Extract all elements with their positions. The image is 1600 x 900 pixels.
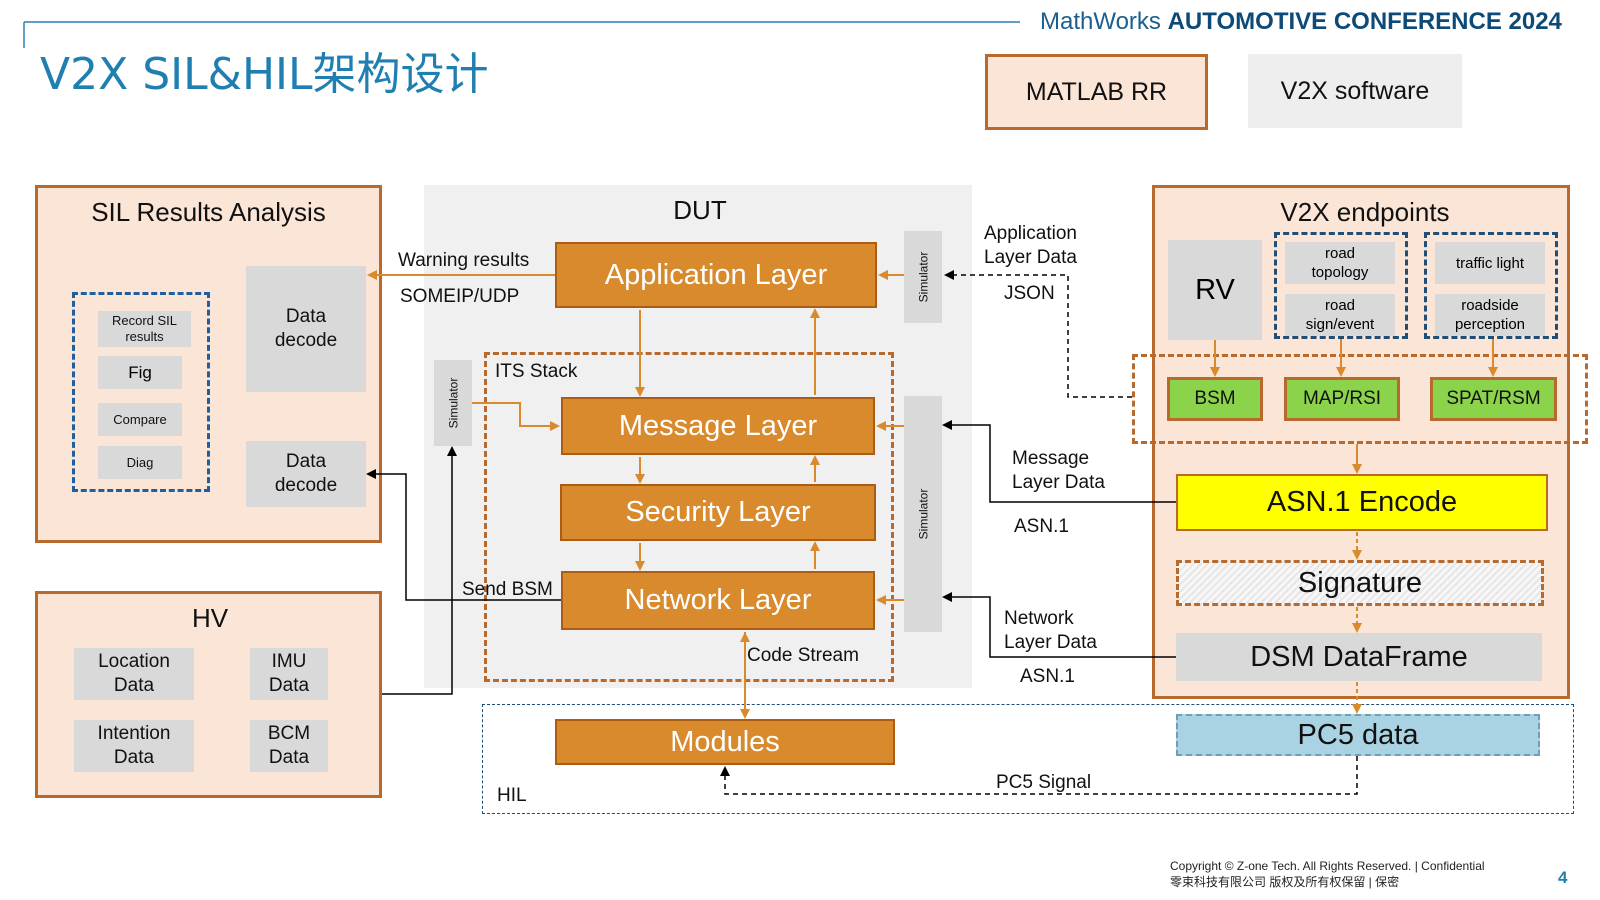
- imu-data-box: IMU Data: [250, 648, 328, 700]
- signature-box: Signature: [1176, 560, 1544, 606]
- hv-title: HV: [191, 602, 229, 633]
- send-bsm-label: Send BSM: [462, 579, 553, 600]
- app-layer-data-label: Application Layer Data: [984, 223, 1077, 268]
- simulator-left-label: Simulator: [446, 377, 460, 429]
- code-stream-label: Code Stream: [747, 645, 859, 666]
- asn1-network-label: ASN.1: [1020, 666, 1075, 687]
- traffic-light-box: traffic light: [1435, 242, 1545, 284]
- intention-data-box: Intention Data: [74, 720, 194, 772]
- brand-prefix: MathWorks: [1040, 8, 1161, 35]
- road-sign-event-box: road sign/event: [1285, 294, 1395, 336]
- copyright-line-2: 零束科技有限公司 版权及所有权保留 | 保密: [1170, 875, 1400, 889]
- page-number: 4: [1558, 868, 1568, 887]
- simulator-app: Simulator: [904, 231, 942, 323]
- v2x-endpoints-title: V2X endpoints: [1280, 196, 1450, 227]
- message-types-group: [1132, 354, 1588, 444]
- record-sil-results-box: Record SIL results: [98, 311, 191, 347]
- simulator-right-label: Simulator: [916, 488, 930, 540]
- brand-bold: AUTOMOTIVE CONFERENCE 2024: [1167, 8, 1562, 35]
- compare-box: Compare: [98, 403, 182, 436]
- rv-box: RV: [1168, 240, 1262, 340]
- modules-box: Modules: [555, 719, 895, 765]
- sil-results-title: SIL Results Analysis: [91, 196, 326, 227]
- copyright-footer: Copyright © Z-one Tech. All Rights Reser…: [1170, 858, 1485, 890]
- diag-box: Diag: [98, 446, 182, 479]
- traffic-group: [1424, 232, 1558, 339]
- bsm-box: BSM: [1167, 377, 1263, 421]
- data-decode-bottom: Data decode: [246, 441, 366, 507]
- network-layer-data-label: Network Layer Data: [1004, 608, 1097, 653]
- pc5-signal-label: PC5 Signal: [996, 772, 1092, 793]
- application-layer: Application Layer: [555, 242, 877, 308]
- data-decode-top: Data decode: [246, 266, 366, 392]
- dsm-dataframe-box: DSM DataFrame: [1176, 633, 1542, 681]
- map-rsi-box: MAP/RSI: [1284, 377, 1400, 421]
- asn1-message-label: ASN.1: [1014, 516, 1069, 537]
- message-layer-data-label: Message Layer Data: [1012, 448, 1105, 493]
- bcm-data-box: BCM Data: [250, 720, 328, 772]
- simulator-left: Simulator: [434, 360, 472, 446]
- header-rule: [23, 21, 1020, 48]
- road-group: [1274, 232, 1408, 339]
- json-label: JSON: [1004, 283, 1055, 304]
- page-title: V2X SIL&HIL架构设计: [40, 49, 489, 100]
- network-layer: Network Layer: [561, 571, 875, 630]
- warning-results-label: Warning results: [398, 250, 530, 271]
- someip-udp-label: SOMEIP/UDP: [400, 286, 520, 307]
- conference-brand: MathWorks AUTOMOTIVE CONFERENCE 2024: [1040, 8, 1562, 36]
- dut-title: DUT: [673, 194, 727, 225]
- pc5-data-box: PC5 data: [1176, 714, 1540, 756]
- location-data-box: Location Data: [74, 648, 194, 700]
- spat-rsm-box: SPAT/RSM: [1430, 377, 1557, 421]
- sil-tools-group: [72, 292, 210, 492]
- road-topology-box: road topology: [1285, 242, 1395, 284]
- hil-region: [482, 704, 1574, 814]
- fig-box: Fig: [98, 356, 182, 389]
- simulator-app-label: Simulator: [916, 251, 930, 303]
- its-stack-label: ITS Stack: [495, 361, 578, 382]
- legend-v2x-software: V2X software: [1248, 54, 1462, 128]
- message-layer: Message Layer: [561, 397, 875, 455]
- copyright-line-1: Copyright © Z-one Tech. All Rights Reser…: [1170, 859, 1485, 873]
- asn1-encode-box: ASN.1 Encode: [1176, 474, 1548, 531]
- hil-label: HIL: [497, 785, 527, 806]
- roadside-perception-box: roadside perception: [1435, 294, 1545, 336]
- security-layer: Security Layer: [560, 484, 876, 541]
- legend-matlab-rr: MATLAB RR: [985, 54, 1208, 130]
- simulator-right: Simulator: [904, 396, 942, 632]
